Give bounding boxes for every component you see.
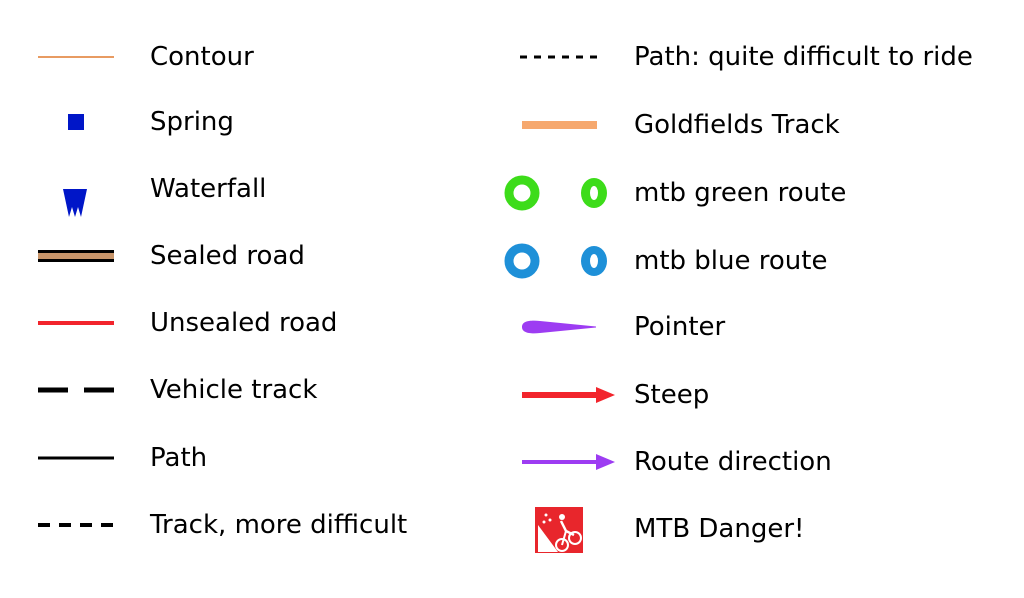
legend-label: Pointer: [634, 312, 726, 342]
legend-label: Contour: [150, 42, 254, 72]
legend-label: Steep: [634, 380, 710, 410]
legend-label: Sealed road: [150, 241, 305, 271]
vehicle-track-icon: [30, 370, 120, 410]
mtb-blue-route-icon: [500, 241, 618, 281]
legend-label: Route direction: [634, 447, 832, 477]
legend-label: Track, more difficult: [150, 510, 408, 540]
pointer-icon: [500, 307, 618, 347]
difficult-path-icon: [500, 37, 618, 77]
unsealed-road-icon: [30, 303, 120, 343]
legend-label: mtb green route: [634, 178, 847, 208]
legend-label: Spring: [150, 107, 234, 137]
goldfields-track-icon: [500, 105, 618, 145]
mtb-green-route-icon: [500, 173, 618, 213]
contour-line-icon: [30, 37, 120, 77]
sealed-road-icon: [30, 236, 120, 276]
difficult-track-icon: [30, 505, 120, 545]
legend-label: Path: [150, 443, 208, 473]
mtb-danger-icon: [500, 507, 618, 553]
path-line-icon: [30, 438, 120, 478]
spring-square-icon: [30, 102, 120, 142]
legend-label: Path: quite difficult to ride: [634, 42, 973, 72]
route-direction-arrow-icon: [500, 442, 618, 482]
legend-label: mtb blue route: [634, 246, 828, 276]
waterfall-icon: [30, 169, 120, 217]
legend-label: MTB Danger!: [634, 514, 805, 544]
legend-label: Unsealed road: [150, 308, 338, 338]
legend-label: Waterfall: [150, 174, 267, 204]
legend-label: Goldfields Track: [634, 110, 840, 140]
steep-arrow-icon: [500, 375, 618, 415]
legend-label: Vehicle track: [150, 375, 318, 405]
